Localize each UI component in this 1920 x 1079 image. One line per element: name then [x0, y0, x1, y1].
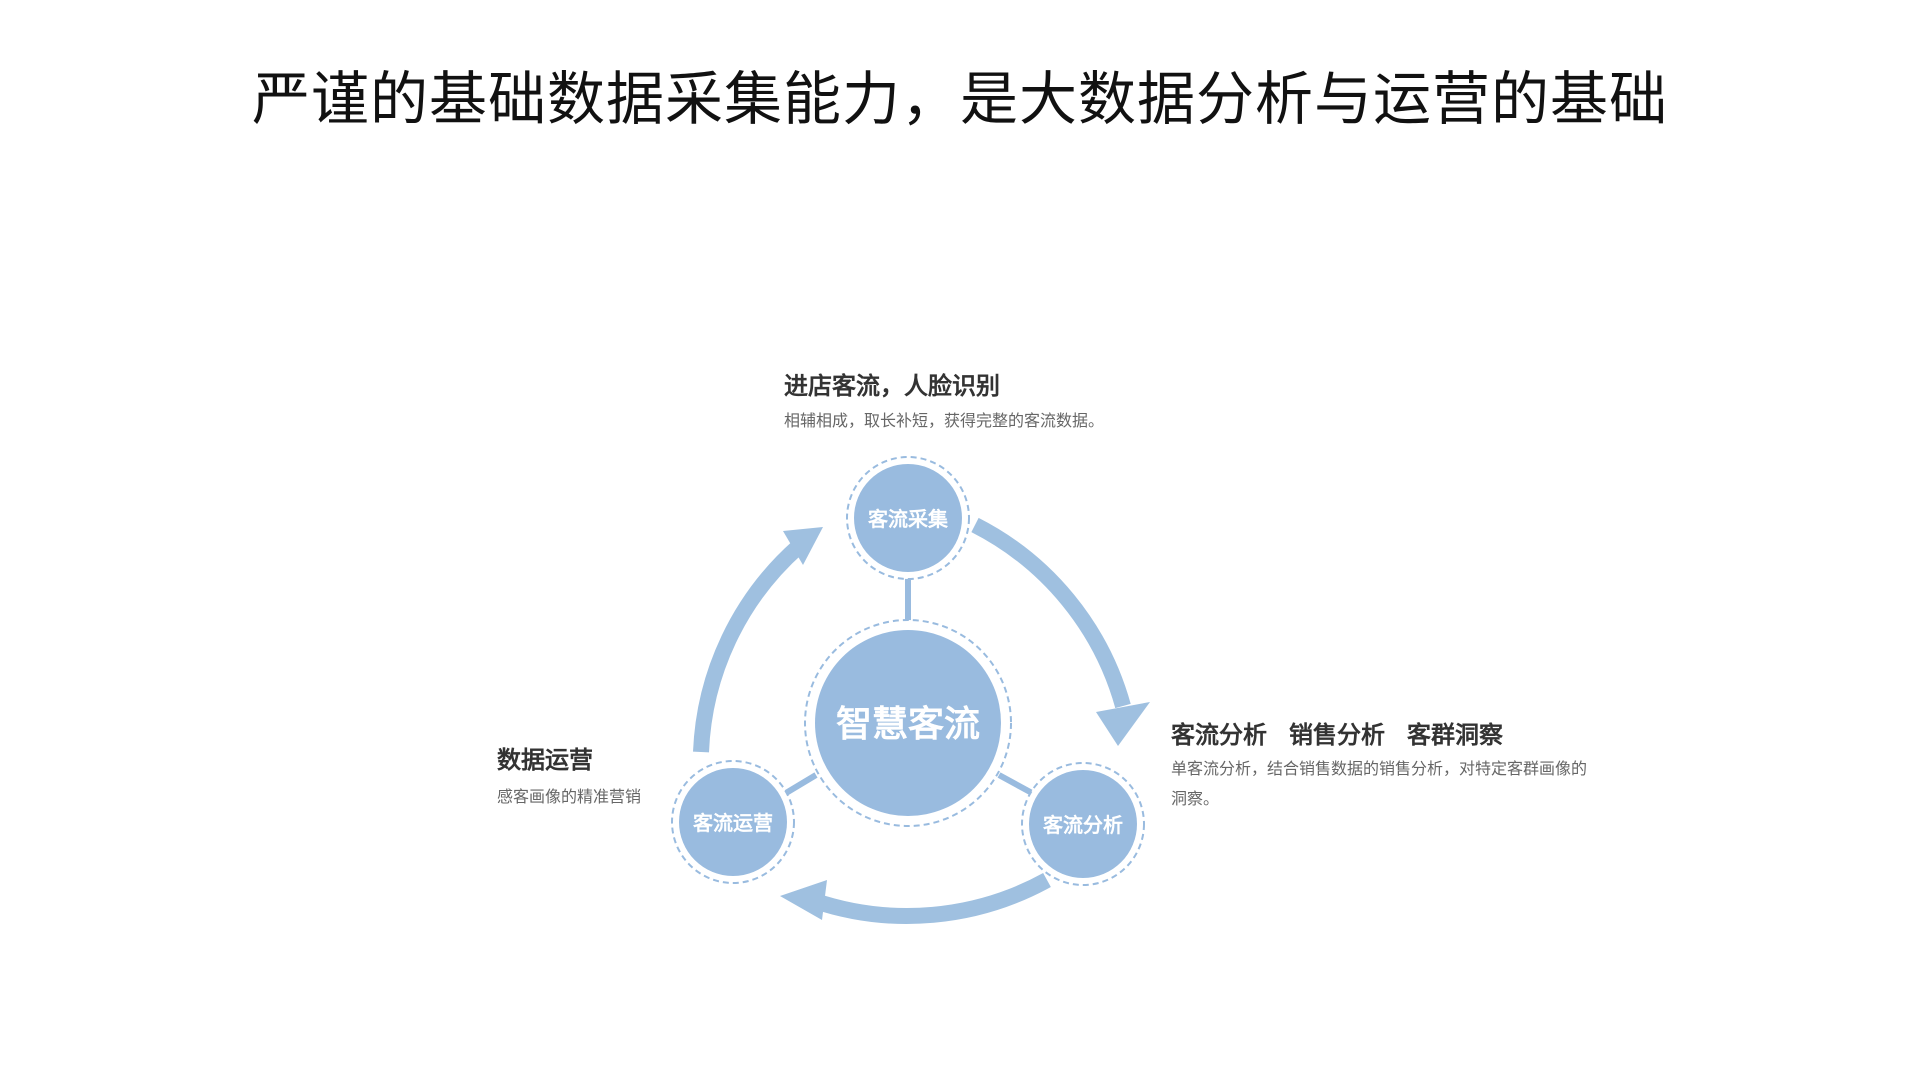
connector-center-operate	[784, 772, 818, 796]
node-analyze-label: 客流分析	[1042, 813, 1123, 837]
node-operate-label: 客流运营	[692, 811, 773, 835]
collect-caption-heading: 进店客流，人脸识别	[784, 372, 1000, 400]
analyze-heading-1: 客流分析	[1171, 721, 1267, 749]
center-node: 智慧客流	[804, 619, 1012, 827]
connector-center-analyze	[997, 772, 1034, 796]
arrow-collect-to-analyze	[971, 517, 1150, 746]
analyze-caption-body: 单客流分析，结合销售数据的销售分析，对特定客群画像的洞察。	[1171, 759, 1588, 808]
operate-caption-heading: 数据运营	[497, 746, 593, 774]
collect-caption-body: 相辅相成，取长补短，获得完整的客流数据。	[784, 411, 1105, 430]
slide-title: 严谨的基础数据采集能力，是大数据分析与运营的基础	[251, 65, 1668, 133]
operate-caption-body: 感客画像的精准营销	[497, 787, 642, 806]
node-analyze: 客流分析	[1021, 762, 1145, 886]
analyze-heading-3: 客群洞察	[1407, 721, 1503, 749]
node-operate: 客流运营	[671, 760, 795, 884]
node-collect: 客流采集	[846, 456, 970, 580]
node-collect-label: 客流采集	[867, 507, 949, 531]
analyze-heading-2: 销售分析	[1289, 721, 1385, 749]
arrow-operate-to-collect	[693, 527, 823, 753]
center-node-label: 智慧客流	[836, 704, 980, 745]
analyze-caption-heading: 客流分析销售分析客群洞察	[1171, 715, 1525, 750]
arrow-analyze-to-operate	[780, 872, 1051, 924]
